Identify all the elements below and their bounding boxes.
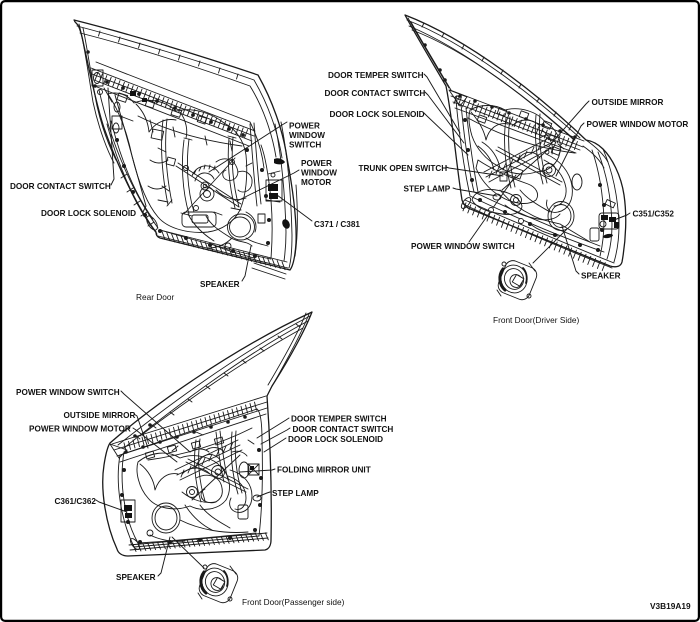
svg-text:DOOR CONTACT SWITCH: DOOR CONTACT SWITCH [10, 182, 111, 191]
svg-text:WINDOW: WINDOW [301, 168, 337, 177]
svg-text:Rear Door: Rear Door [136, 292, 175, 302]
svg-text:TRUNK OPEN SWITCH: TRUNK OPEN SWITCH [359, 164, 448, 173]
svg-text:C351/C352: C351/C352 [633, 210, 675, 219]
svg-text:SWITCH: SWITCH [289, 140, 321, 149]
svg-text:SPEAKER: SPEAKER [116, 573, 156, 582]
svg-text:DOOR CONTACT SWITCH: DOOR CONTACT SWITCH [293, 425, 394, 434]
svg-text:OUTSIDE MIRROR: OUTSIDE MIRROR [64, 411, 136, 420]
svg-text:DOOR LOCK SOLENOID: DOOR LOCK SOLENOID [330, 110, 425, 119]
svg-text:DOOR LOCK SOLENOID: DOOR LOCK SOLENOID [41, 209, 136, 218]
svg-text:POWER WINDOW MOTOR: POWER WINDOW MOTOR [29, 425, 131, 434]
svg-text:POWER WINDOW MOTOR: POWER WINDOW MOTOR [587, 120, 689, 129]
svg-text:C361/C362: C361/C362 [55, 497, 97, 506]
svg-text:POWER WINDOW SWITCH: POWER WINDOW SWITCH [16, 388, 120, 397]
svg-text:STEP LAMP: STEP LAMP [272, 489, 319, 498]
svg-text:SPEAKER: SPEAKER [200, 280, 240, 289]
svg-text:POWER: POWER [289, 122, 320, 131]
svg-text:MOTOR: MOTOR [301, 178, 331, 187]
svg-text:WINDOW: WINDOW [289, 131, 325, 140]
svg-text:DOOR TEMPER SWITCH: DOOR TEMPER SWITCH [328, 71, 424, 80]
svg-text:POWER WINDOW SWITCH: POWER WINDOW SWITCH [411, 242, 515, 251]
svg-text:DOOR CONTACT SWITCH: DOOR CONTACT SWITCH [325, 89, 426, 98]
svg-text:OUTSIDE MIRROR: OUTSIDE MIRROR [592, 98, 664, 107]
svg-text:POWER: POWER [301, 159, 332, 168]
svg-text:FOLDING MIRROR UNIT: FOLDING MIRROR UNIT [277, 466, 371, 475]
svg-text:DOOR TEMPER SWITCH: DOOR TEMPER SWITCH [291, 415, 387, 424]
svg-text:DOOR LOCK SOLENOID: DOOR LOCK SOLENOID [288, 435, 383, 444]
svg-text:Front Door(Driver Side): Front Door(Driver Side) [493, 315, 579, 325]
svg-text:V3B19A19: V3B19A19 [650, 601, 691, 611]
svg-text:SPEAKER: SPEAKER [581, 272, 621, 281]
svg-text:Front Door(Passenger side): Front Door(Passenger side) [242, 597, 345, 607]
svg-text:STEP LAMP: STEP LAMP [404, 185, 451, 194]
svg-text:C371 / C381: C371 / C381 [314, 220, 360, 229]
